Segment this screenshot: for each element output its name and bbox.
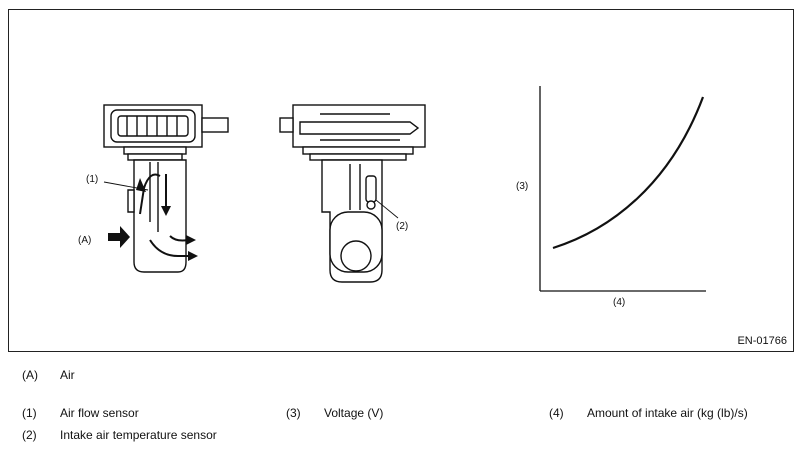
legend-key: (A): [22, 368, 38, 382]
figure-frame: EN-01766: [8, 9, 794, 352]
air-flow-sensor-side-view: [279, 104, 426, 283]
figure-code: EN-01766: [737, 335, 787, 347]
callout-1: (1): [86, 174, 98, 185]
callout-A: (A): [78, 235, 91, 246]
callout-4: (4): [613, 297, 625, 308]
air-flow-sensor-left-view: [103, 104, 229, 273]
legend-text: Amount of intake air (kg (lb)/s): [587, 406, 748, 420]
legend-key: (4): [549, 406, 564, 420]
callout-2: (2): [396, 221, 408, 232]
legend-key: (2): [22, 428, 37, 442]
voltage-vs-airflow-graph: [539, 86, 706, 292]
legend-text: Air flow sensor: [60, 406, 139, 420]
legend-key: (1): [22, 406, 37, 420]
legend-key: (3): [286, 406, 301, 420]
legend-text: Air: [60, 368, 75, 382]
legend-text: Voltage (V): [324, 406, 384, 420]
callout-3: (3): [516, 181, 528, 192]
graph-curve: [552, 96, 705, 250]
air-inlet-arrow: [108, 226, 130, 248]
legend-text: Intake air temperature sensor: [60, 428, 217, 442]
